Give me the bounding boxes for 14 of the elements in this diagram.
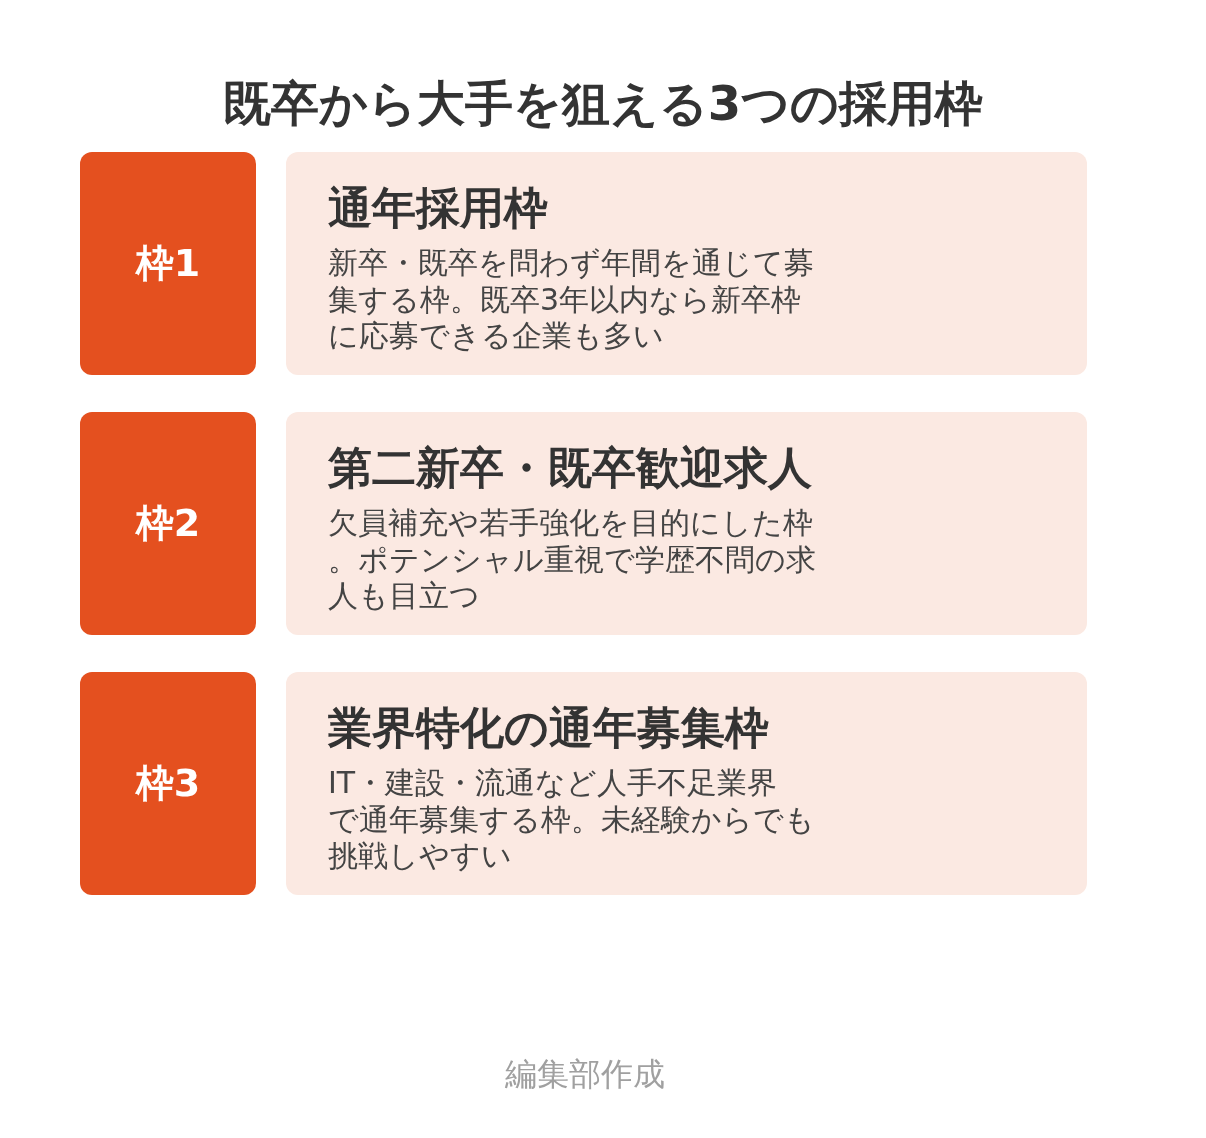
card-text: 新卒・既卒を問わず年間を通じて募集する枠。既卒3年以内なら新卒枠に応募できる企業も多い <box>328 245 814 355</box>
source-note: 編集部作成 <box>504 1055 666 1093</box>
card-text: 欠員補充や若手強化を目的にした枠。ポテンシャル重視で学歴不問の求人も目立つ <box>328 505 816 615</box>
number-tile: 枠3 <box>80 672 256 895</box>
description-card <box>286 152 1087 375</box>
number-tile: 枠1 <box>80 152 256 375</box>
card-heading: 業界特化の通年募集枠 <box>328 701 769 754</box>
title: 既卒から大手を狙える3つの採用枠 <box>221 74 985 132</box>
description-card <box>286 672 1087 895</box>
card-heading: 第二新卒・既卒歓迎求人 <box>328 441 812 494</box>
card-text: IT・建設・流通など人手不足業界で通年募集する枠。未経験からでも挑戦しやすい <box>328 765 815 875</box>
description-card <box>286 412 1087 635</box>
card-heading: 通年採用枠 <box>328 181 548 234</box>
number-tile: 枠2 <box>80 412 256 635</box>
